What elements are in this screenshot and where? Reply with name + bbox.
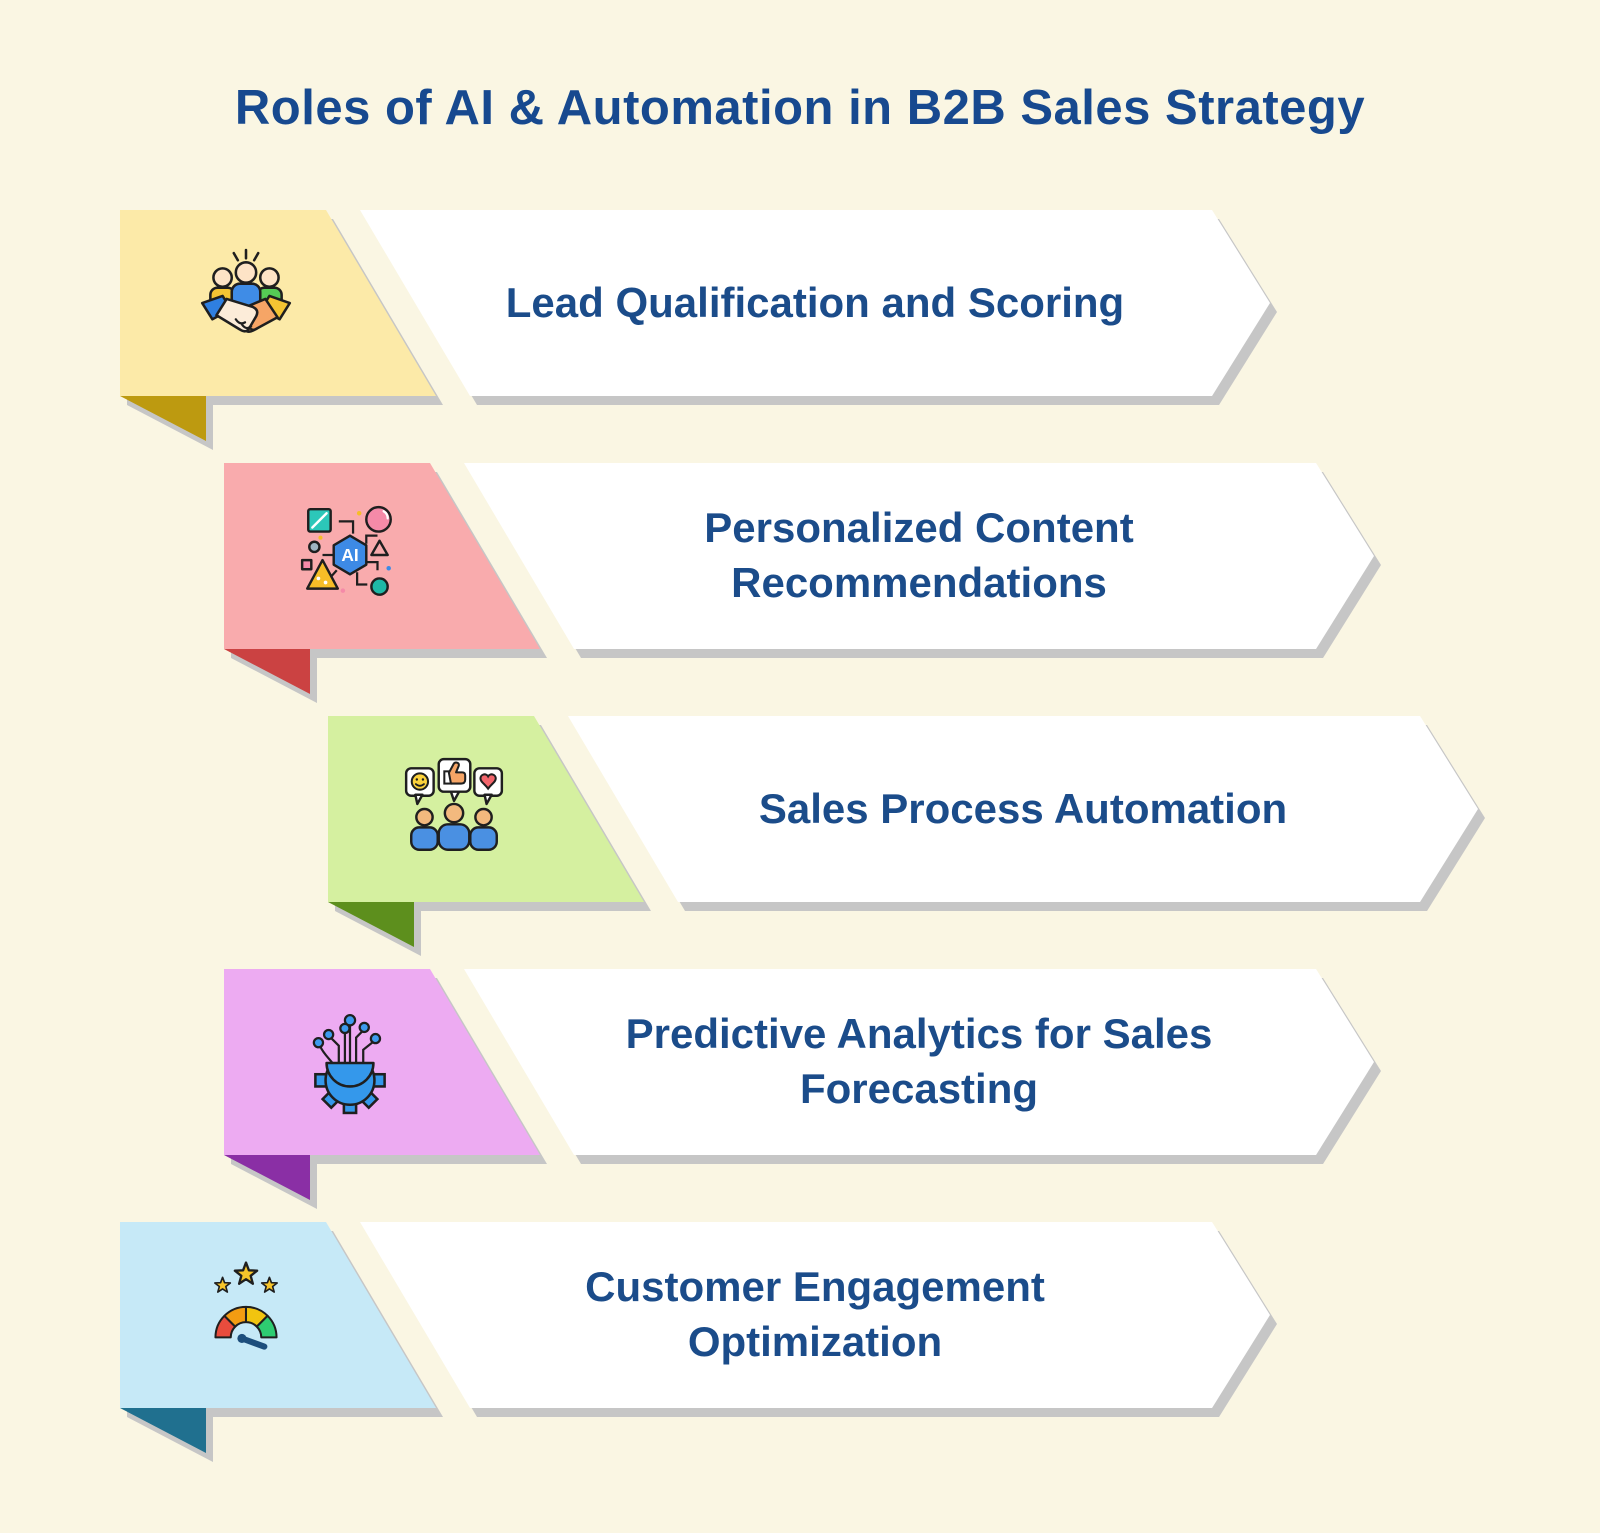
row-label: Predictive Analytics for Sales Forecasti… bbox=[625, 1010, 1213, 1112]
ribbon-fold bbox=[328, 902, 414, 947]
banner-arrow: Predictive Analytics for Sales Forecasti… bbox=[464, 969, 1374, 1155]
ribbon-fold bbox=[120, 1408, 206, 1453]
infographic-row: Lead Qualification and Scoring bbox=[120, 210, 1320, 450]
svg-text:AI: AI bbox=[341, 545, 358, 565]
infographic-row: Customer Engagement Optimization bbox=[120, 1222, 1320, 1462]
gear-circuit-icon bbox=[294, 1005, 406, 1117]
infographic-row: Predictive Analytics for Sales Forecasti… bbox=[224, 969, 1424, 1209]
banner-arrow: Personalized Content Recommendations bbox=[464, 463, 1374, 649]
ai-network-icon: AI bbox=[294, 499, 406, 611]
banner-arrow: Sales Process Automation bbox=[568, 716, 1478, 902]
infographic-row: Sales Process Automation bbox=[328, 716, 1528, 956]
row-label: Personalized Content Recommendations bbox=[704, 504, 1134, 606]
page-title: Roles of AI & Automation in B2B Sales St… bbox=[234, 81, 1366, 135]
row-label: Lead Qualification and Scoring bbox=[505, 278, 1125, 326]
banner-arrow: Lead Qualification and Scoring bbox=[360, 210, 1270, 396]
infographic-row: Personalized Content Recommendations bbox=[224, 463, 1424, 703]
ribbon-fold bbox=[120, 396, 206, 441]
ribbon-fold bbox=[224, 1155, 310, 1200]
row-label: Sales Process Automation bbox=[758, 784, 1288, 832]
banner-arrow: Customer Engagement Optimization bbox=[360, 1222, 1270, 1408]
ribbon-fold bbox=[224, 649, 310, 694]
row-label: Customer Engagement Optimization bbox=[585, 1263, 1045, 1365]
gauge-stars-icon bbox=[190, 1258, 302, 1370]
handshake-people-icon bbox=[190, 246, 302, 358]
customer-feedback-icon bbox=[398, 752, 510, 864]
